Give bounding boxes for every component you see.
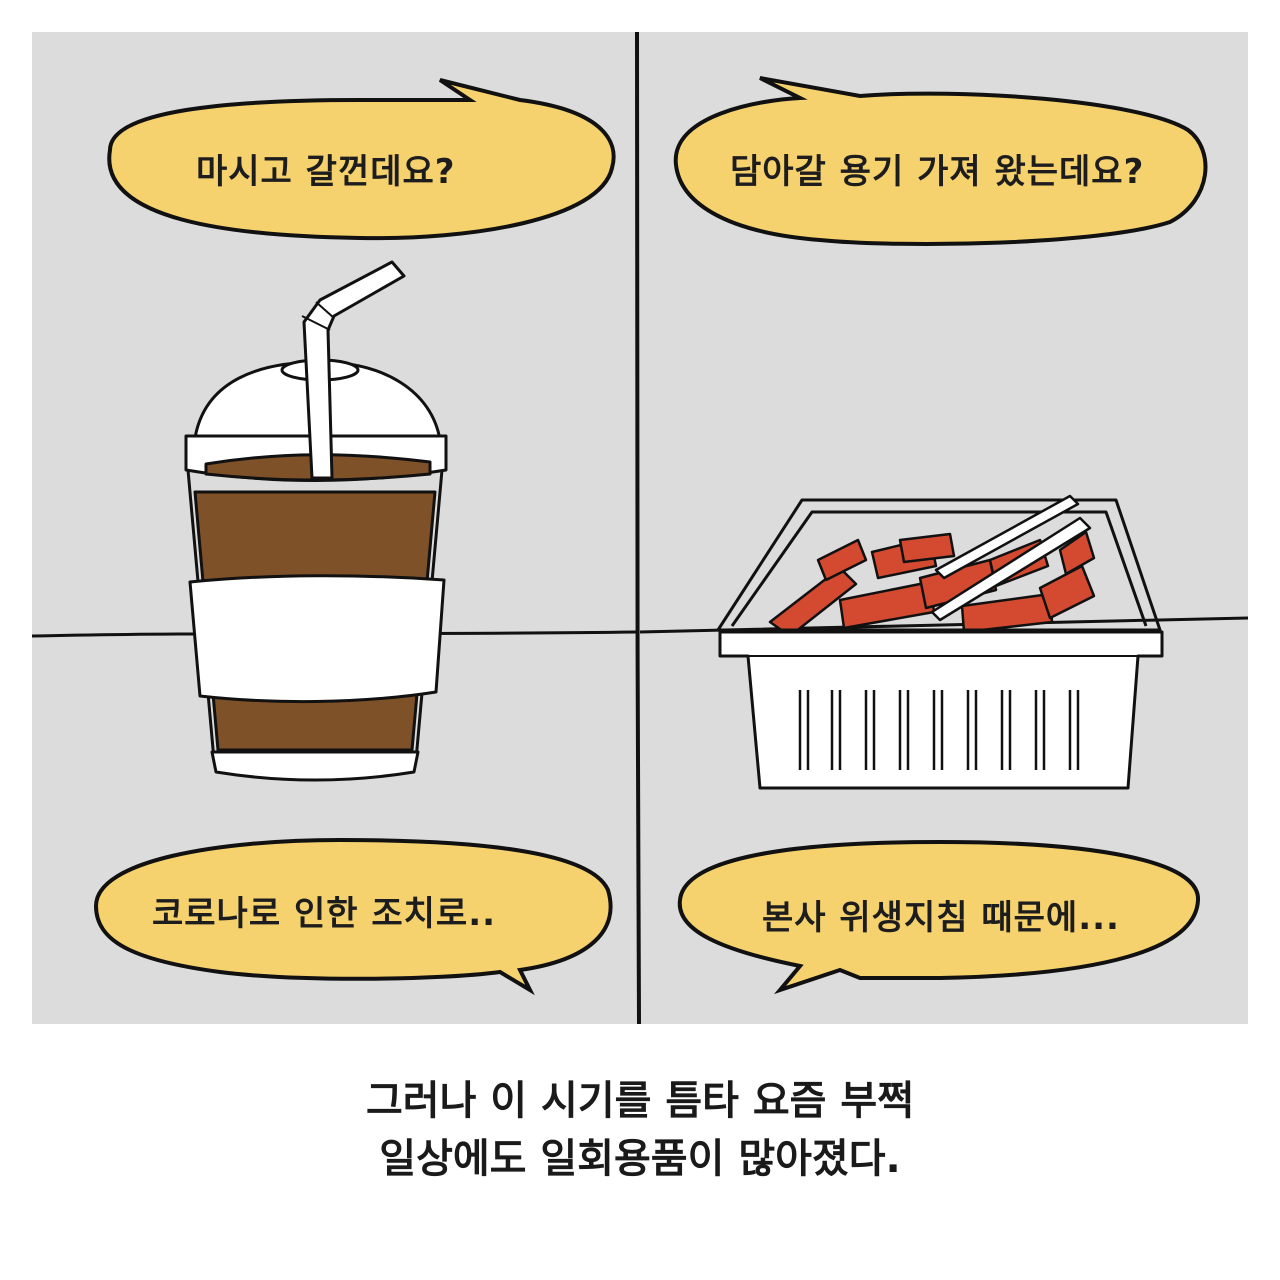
speech-bubble-top-left (107, 78, 616, 241)
caption-line-1: 그러나 이 시기를 틈타 요즘 부쩍 (365, 1078, 915, 1124)
iced-coffee-cup-icon (184, 260, 448, 782)
tteokbokki-container-icon (716, 494, 1164, 790)
speech-bubble-bottom-left (93, 837, 613, 996)
bubble-text-bottom-left: 코로나로 인한 조치로.. (152, 894, 497, 934)
caption: 그러나 이 시기를 틈타 요즘 부쩍 일상에도 일회용품이 많아졌다. (0, 1072, 1280, 1188)
comic-strip (31, 31, 1249, 1025)
speech-bubble-bottom-right (677, 839, 1201, 995)
speech-bubble-top-right (673, 76, 1208, 247)
caption-line-2: 일상에도 일회용품이 많아졌다. (379, 1136, 901, 1182)
panel-divider (635, 31, 641, 1025)
bubble-text-top-right: 담아갈 용기 가져 왔는데요? (730, 152, 1145, 192)
bubble-text-bottom-right: 본사 위생지침 때문에... (762, 898, 1120, 938)
bubble-text-top-left: 마시고 갈껀데요? (196, 152, 456, 192)
